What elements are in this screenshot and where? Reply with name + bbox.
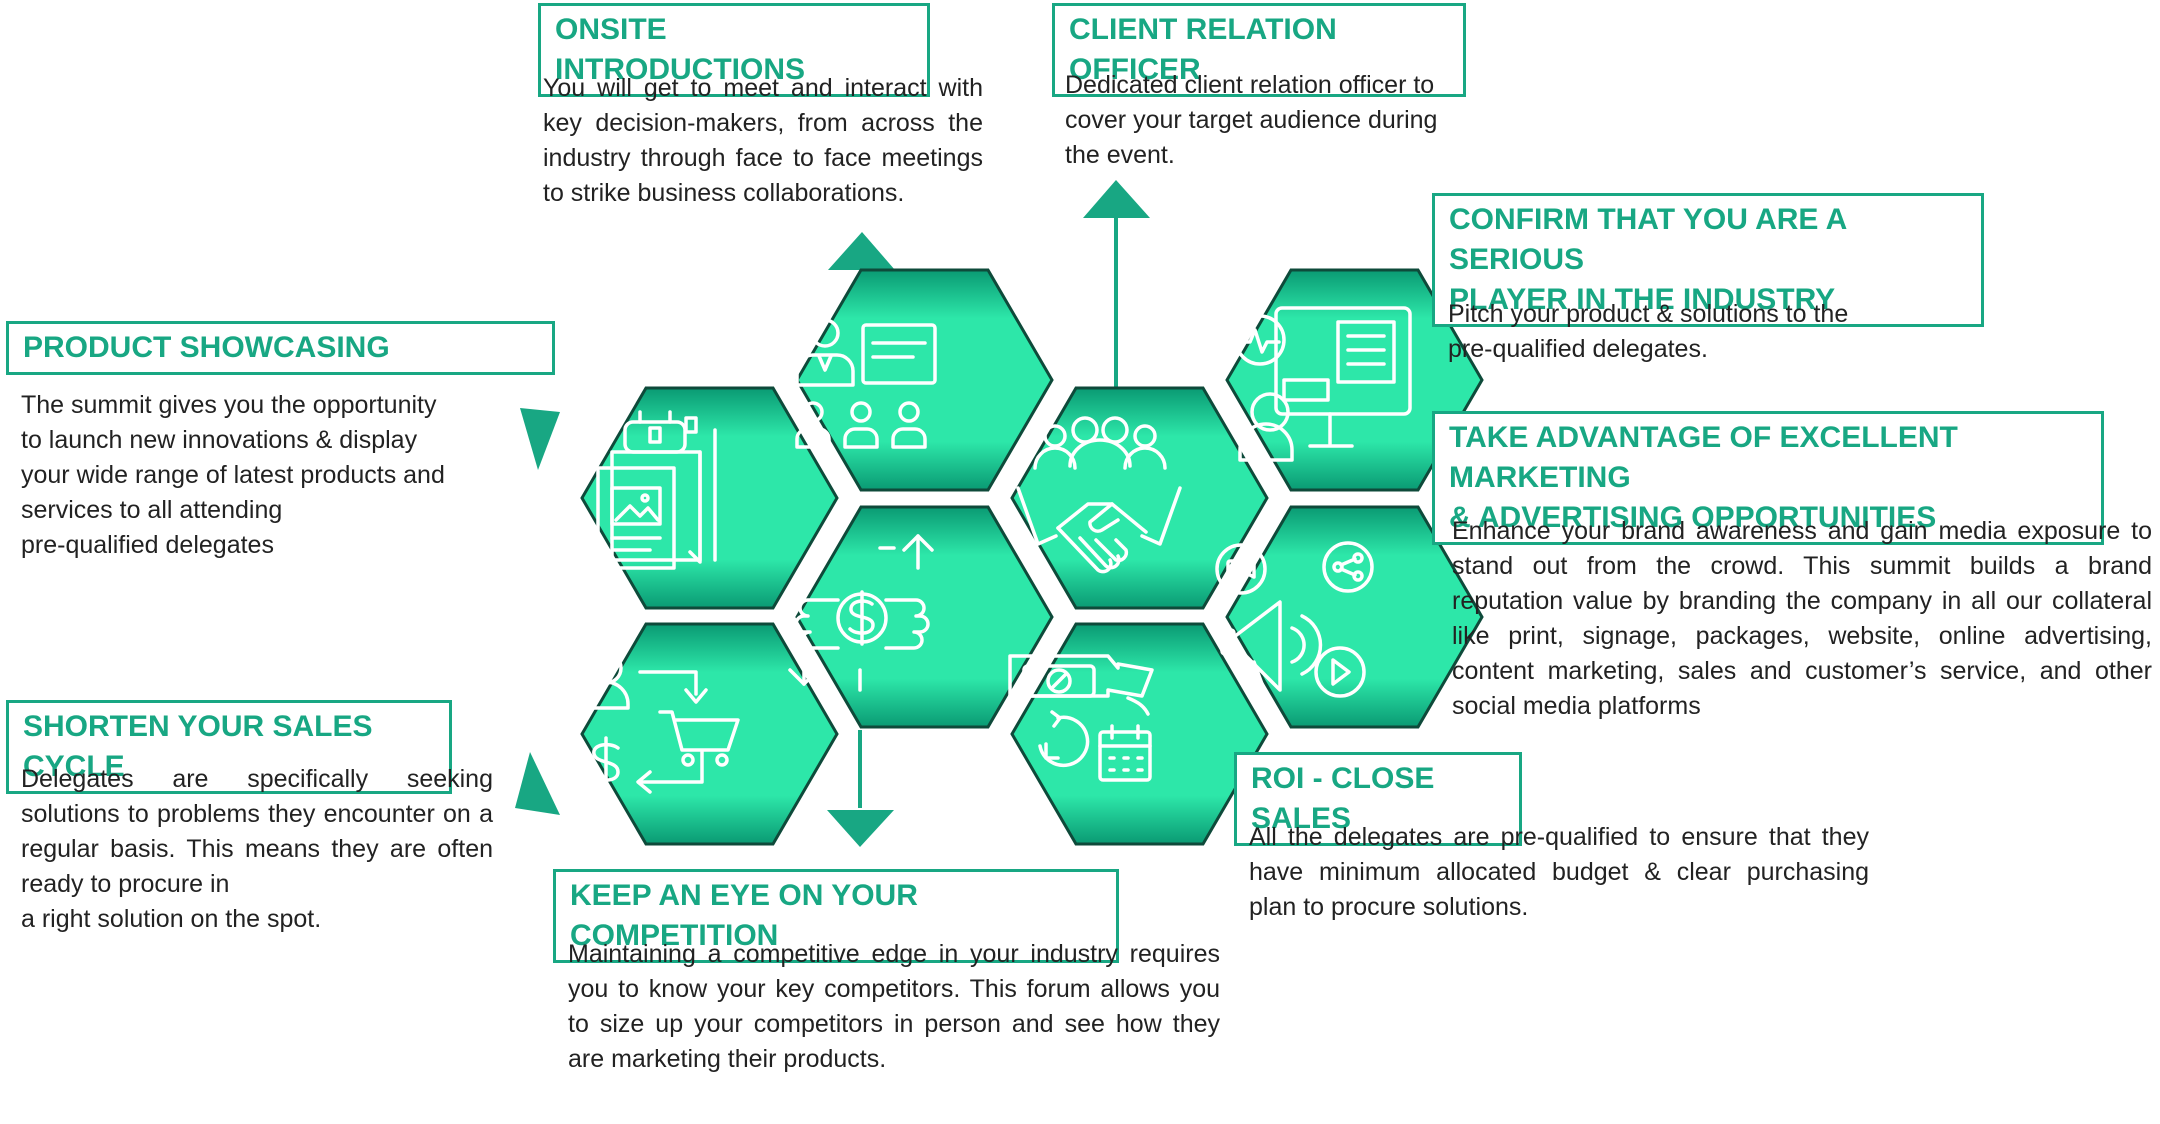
marketing-advertising-desc: Enhance your brand awareness and gain me… [1452, 517, 2152, 720]
client-relation-officer-title: CLIENT RELATION OFFICER [1052, 3, 1466, 97]
handshake-icon [1016, 416, 1182, 574]
sales-cycle-icon [582, 651, 740, 794]
hex-bottom-left [580, 622, 839, 846]
hex-top-center [795, 268, 1054, 492]
money-exchange-icon [788, 534, 934, 692]
hex-left [580, 386, 839, 610]
media-marketing-icon [1215, 541, 1374, 698]
onsite-introductions-title: ONSITE INTRODUCTIONS [538, 3, 930, 97]
product-catalog-icon [596, 410, 717, 570]
hex-right [1225, 505, 1484, 729]
sales-cycle-desc: Delegates are specifically seeking solut… [21, 765, 493, 933]
tab-product [520, 408, 560, 470]
arrow-up-onsite [828, 232, 895, 270]
arrow-down-competition [827, 810, 894, 847]
onsite-introductions-desc: You will get to meet and interact with k… [543, 74, 983, 207]
competition-desc: Maintaining a competitive edge in your i… [568, 940, 1220, 1073]
competition-title: KEEP AN EYE ON YOUR COMPETITION [553, 869, 1119, 963]
arrow-up-client [1083, 180, 1150, 218]
tab-sales-cycle [515, 752, 560, 815]
serious-player-desc: Pitch your product & solutions to the pr… [1448, 300, 1849, 363]
product-showcasing-title: PRODUCT SHOWCASING [6, 321, 555, 375]
hex-top-right [1225, 268, 1484, 492]
marketing-advertising-title: TAKE ADVANTAGE OF EXCELLENT MARKETING & … [1432, 411, 2104, 545]
hex-right-center [1010, 386, 1269, 610]
client-relation-officer-desc: Dedicated client relation officer to cov… [1065, 71, 1438, 169]
serious-player-title: CONFIRM THAT YOU ARE A SERIOUS PLAYER IN… [1432, 193, 1984, 327]
hexagons [580, 268, 1484, 846]
meeting-presentation-icon [795, 318, 937, 449]
roi-close-sales-desc: All the delegates are pre-qualified to e… [1249, 823, 1869, 921]
product-showcasing-desc: The summit gives you the opportunity to … [21, 391, 445, 559]
roi-calendar-icon [1008, 654, 1154, 782]
online-pitch-icon [1234, 306, 1412, 462]
sales-cycle-title: SHORTEN YOUR SALES CYCLE [6, 700, 452, 794]
roi-close-sales-title: ROI - CLOSE SALES [1234, 752, 1522, 846]
